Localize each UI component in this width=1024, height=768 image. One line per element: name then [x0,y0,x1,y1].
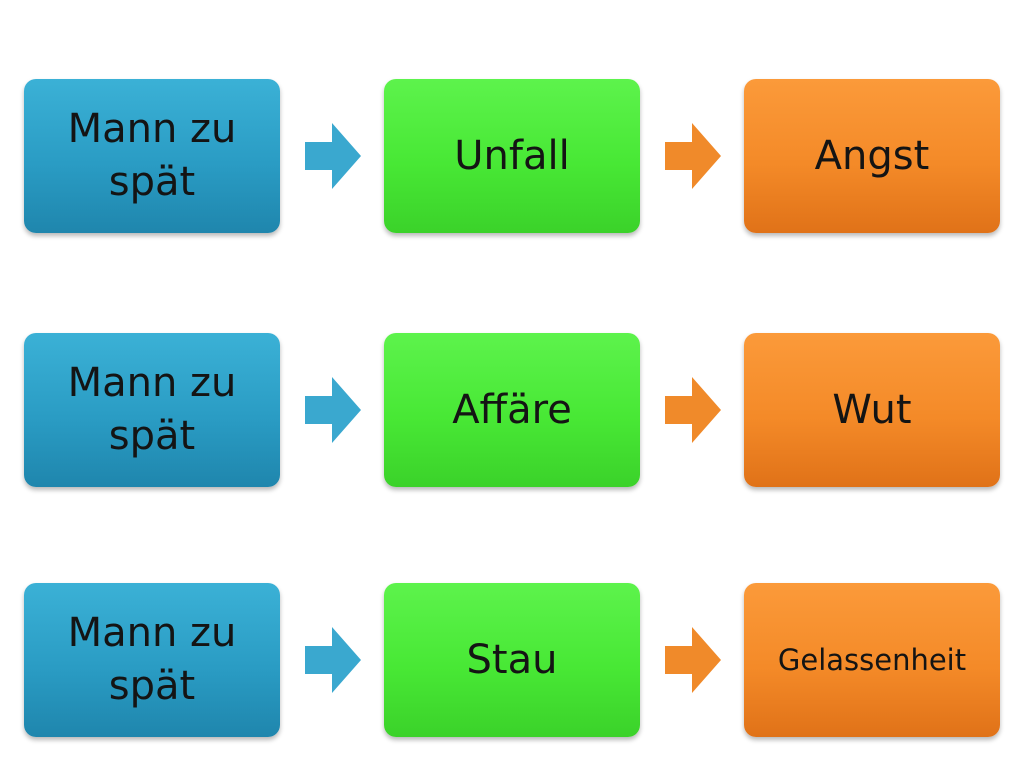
event-label-3: Stau [466,636,558,683]
emotion-box-3: Gelassenheit [744,583,1000,737]
cause-label-2: Mann zu spät [67,360,237,459]
event-label-1: Unfall [454,132,570,179]
event-label-2: Affäre [452,386,572,433]
emotion-label-2: Wut [832,386,912,433]
event-box-1: Unfall [384,79,640,233]
arrow-right-icon [305,377,361,443]
arrow-right-icon [665,627,721,693]
cause-label-1: Mann zu spät [67,106,237,205]
emotion-label-3: Gelassenheit [777,642,967,677]
cause-label-3: Mann zu spät [67,610,237,709]
cause-box-2: Mann zu spät [24,333,280,487]
emotion-box-2: Wut [744,333,1000,487]
emotion-label-1: Angst [814,132,930,179]
cause-box-1: Mann zu spät [24,79,280,233]
event-box-3: Stau [384,583,640,737]
arrow-right-icon [665,123,721,189]
arrow-right-icon [305,123,361,189]
emotion-box-1: Angst [744,79,1000,233]
arrow-right-icon [305,627,361,693]
cause-box-3: Mann zu spät [24,583,280,737]
event-box-2: Affäre [384,333,640,487]
arrow-right-icon [665,377,721,443]
